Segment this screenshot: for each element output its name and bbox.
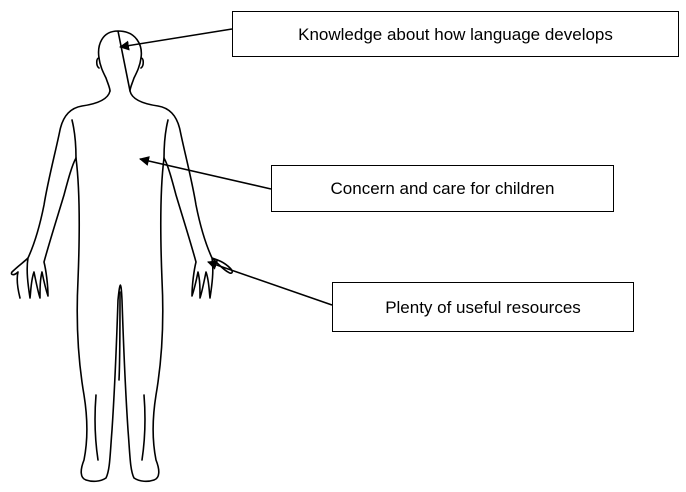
label-resources: Plenty of useful resources: [385, 297, 581, 317]
arrow-hand-resources: [207, 260, 333, 306]
body-ears: [95, 57, 145, 69]
body-head: [97, 30, 143, 92]
label-box-resources: Plenty of useful resources: [332, 282, 634, 332]
arrow-chest-concern: [139, 156, 272, 190]
label-knowledge: Knowledge about how language develops: [298, 24, 613, 44]
arrow-head-knowledge: [119, 28, 233, 51]
label-concern: Concern and care for children: [330, 179, 555, 198]
human-body-outline: [10, 30, 233, 483]
body-inner-lines: [71, 119, 169, 461]
label-box-concern: Concern and care for children: [271, 165, 614, 212]
label-box-knowledge: Knowledge about how language develops: [232, 11, 679, 57]
body-outline: [10, 90, 233, 483]
arrows: [119, 28, 333, 306]
